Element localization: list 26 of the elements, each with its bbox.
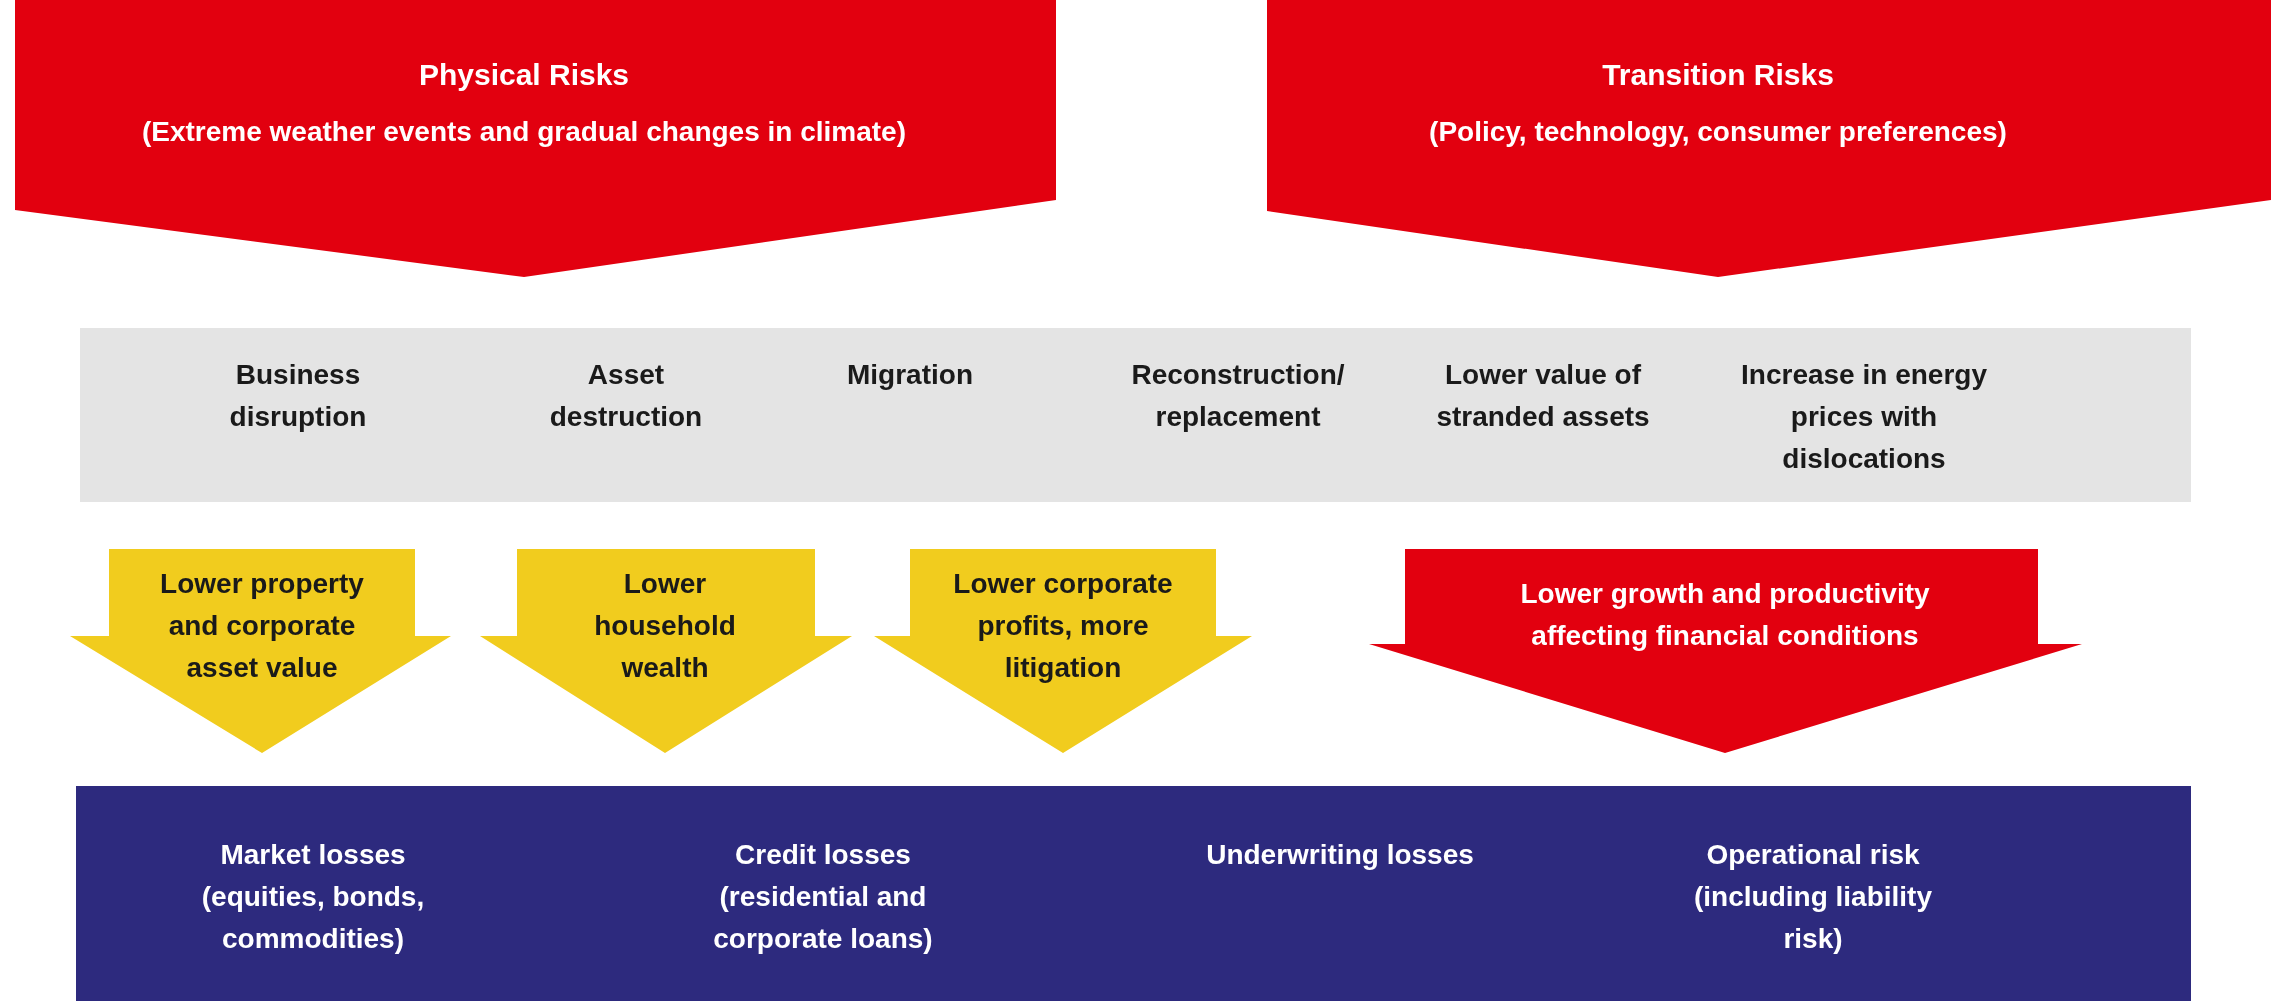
arrow-label: Lower corporate profits, more litigation: [952, 567, 1174, 685]
down-arrow-shape: [1369, 549, 2082, 753]
arrow-label: Lower property and corporate asset value: [159, 567, 365, 685]
arrow-label: Lower household wealth: [593, 567, 737, 685]
heading: Physical Risks: [418, 57, 630, 93]
down-arrow-shape: [15, 0, 1056, 277]
subheading: (Policy, technology, consumer preferences): [1429, 115, 2007, 149]
item-label: Reconstruction/ replacement: [1108, 354, 1368, 438]
down-arrow-shape: [480, 549, 852, 753]
item-label: Migration: [810, 354, 1010, 396]
item-label: Lower value of stranded assets: [1418, 354, 1668, 438]
heading: Transition Risks: [1602, 57, 1834, 93]
item-label: Underwriting losses: [1170, 834, 1510, 876]
item-label: Increase in energy prices with dislocations: [1724, 354, 2004, 480]
item-label: Operational risk (including liability risk): [1668, 834, 1958, 960]
item-label: Asset destruction: [526, 354, 726, 438]
down-arrow-shape: [1267, 0, 2271, 277]
down-arrow-shape: [70, 549, 451, 753]
subheading: (Extreme weather events and gradual changes in climate): [141, 115, 906, 149]
band-background: [80, 328, 2191, 502]
arrow-label: Lower growth and productivity affecting financial conditions: [1519, 577, 1931, 653]
item-label: Credit losses (residential and corporate loans): [698, 834, 948, 960]
band-background: [76, 786, 2191, 1001]
down-arrow-shape: [874, 549, 1252, 753]
item-label: Business disruption: [188, 354, 408, 438]
item-label: Market losses (equities, bonds, commodities): [183, 834, 443, 960]
